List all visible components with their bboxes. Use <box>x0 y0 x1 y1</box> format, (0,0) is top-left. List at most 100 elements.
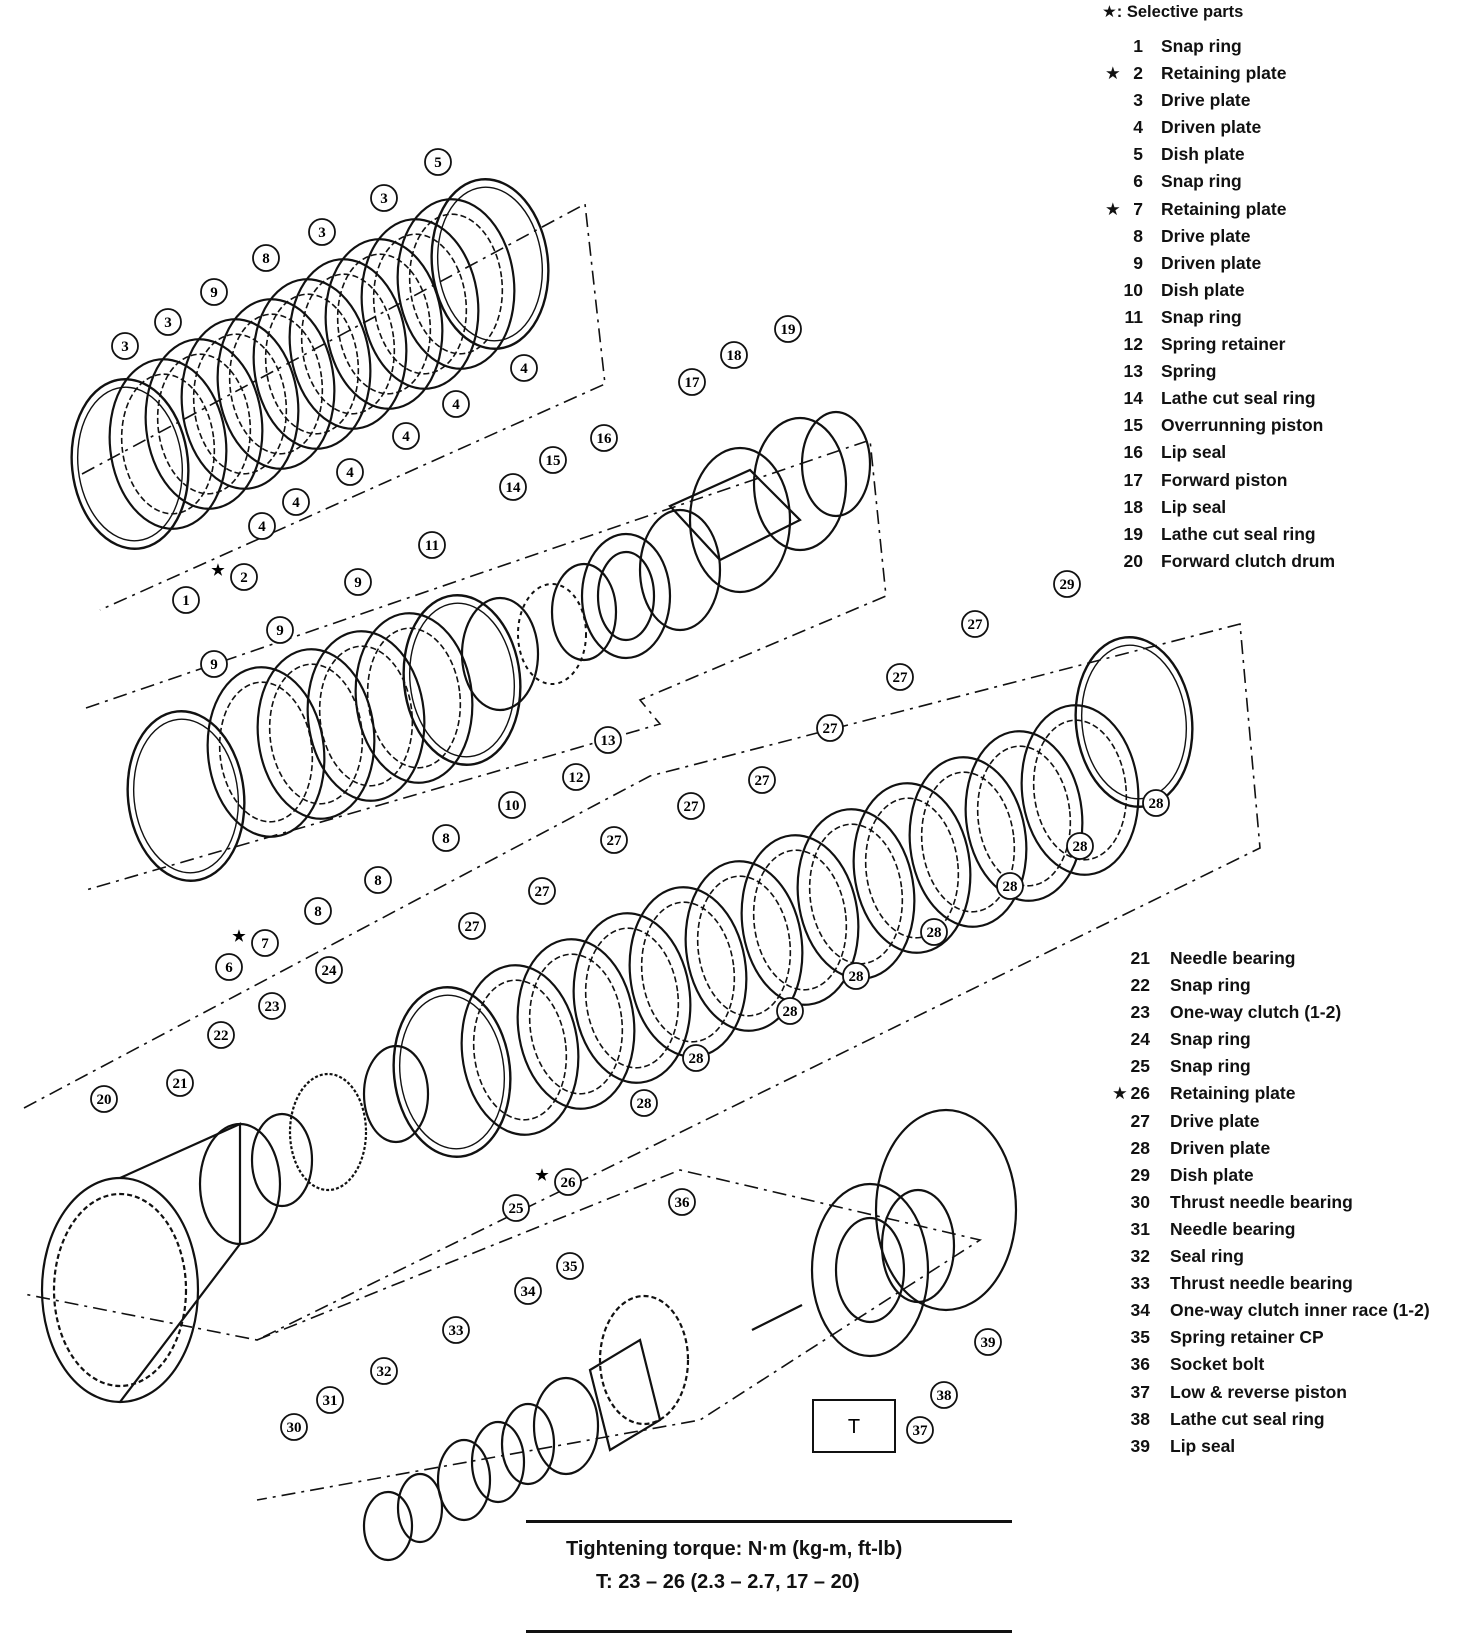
callout-part-32: 32 <box>370 1357 398 1385</box>
callout-part-18: 18 <box>720 341 748 369</box>
legend-part-name: Drive plate <box>1161 225 1251 246</box>
callout-part-20: 20 <box>90 1085 118 1113</box>
callout-number: 4 <box>292 495 300 511</box>
callout-part-4: 4 <box>392 422 420 450</box>
legend-part-name: Lathe cut seal ring <box>1161 523 1316 544</box>
plate-stack-2 <box>118 583 587 888</box>
callout-circle <box>166 1069 194 1097</box>
callout-number: 38 <box>937 1388 952 1404</box>
low-reverse-assembly <box>362 1108 1018 1562</box>
callout-circle <box>308 218 336 246</box>
callout-number: 37 <box>913 1423 929 1439</box>
callout-circle <box>392 422 420 450</box>
legend-part-name: Lip seal <box>1161 496 1227 517</box>
callout-circle <box>282 488 310 516</box>
callout-circle <box>886 663 914 691</box>
callout-circle <box>154 308 182 336</box>
legend-row: 17 Forward piston <box>1105 467 1335 494</box>
callout-circle <box>364 866 392 894</box>
legend-part-name: Lathe cut seal ring <box>1170 1408 1325 1429</box>
callout-number: 4 <box>520 361 528 377</box>
legend-number: 34 <box>1130 1300 1150 1321</box>
legend-part-name: Forward piston <box>1161 469 1288 490</box>
legend-number: 17 <box>1123 469 1143 490</box>
callout-circle <box>594 726 622 754</box>
legend-number: 29 <box>1130 1164 1150 1185</box>
callout-number: 3 <box>318 225 326 241</box>
legend-part-name: Needle bearing <box>1170 1218 1296 1239</box>
callout-number: 7 <box>261 936 269 952</box>
callout-number: 3 <box>164 315 172 331</box>
legend-row: 24 Snap ring <box>1112 1026 1430 1053</box>
callout-number: 39 <box>981 1335 996 1351</box>
callout-part-28: 28 <box>1066 832 1094 860</box>
legend-part-name: Spring <box>1161 361 1217 382</box>
callout-number: 8 <box>262 251 270 267</box>
selective-parts-note: ★: Selective parts <box>1102 3 1244 21</box>
callout-number: 27 <box>755 773 771 789</box>
callout-part-2: 2★ <box>211 563 258 591</box>
legend-number: 32 <box>1130 1246 1150 1267</box>
callout-part-36: 36 <box>668 1188 696 1216</box>
torque-title: Tightening torque: N·m (kg-m, ft-lb) <box>566 1538 903 1560</box>
callout-circle <box>1053 570 1081 598</box>
legend-part-name: Snap ring <box>1170 1029 1251 1050</box>
callout-number: 10 <box>505 798 520 814</box>
callout-number: 9 <box>354 575 362 591</box>
callout-number: 20 <box>97 1092 112 1108</box>
callout-part-27: 27 <box>677 792 705 820</box>
legend-part-name: Snap ring <box>1161 306 1242 327</box>
legend-part-name: One-way clutch (1-2) <box>1170 1002 1342 1023</box>
callout-circle <box>499 473 527 501</box>
callout-part-4: 4 <box>248 512 276 540</box>
callout-circle <box>200 278 228 306</box>
tightening-torque-box: Tightening torque: N·m (kg-m, ft-lb) T: … <box>526 1520 1012 1634</box>
legend-number: 39 <box>1130 1435 1150 1456</box>
callout-number: 3 <box>121 339 129 355</box>
callout-circle <box>230 563 258 591</box>
callout-number: 9 <box>210 285 218 301</box>
torque-rule-bottom <box>526 1630 1012 1633</box>
callout-number: 36 <box>675 1195 691 1211</box>
callout-circle <box>996 872 1024 900</box>
callout-number: 28 <box>689 1051 704 1067</box>
legend-number: 24 <box>1130 1029 1150 1050</box>
callout-circle <box>842 962 870 990</box>
callout-circle <box>774 315 802 343</box>
callout-number: 6 <box>225 960 233 976</box>
callout-circle <box>207 1021 235 1049</box>
legend-number: 20 <box>1123 550 1143 571</box>
callout-part-39: 39 <box>974 1328 1002 1356</box>
legend-number: 7 <box>1133 198 1143 219</box>
callout-circle <box>90 1085 118 1113</box>
callout-part-9: 9 <box>344 568 372 596</box>
callout-circle <box>630 1089 658 1117</box>
callout-number: 28 <box>637 1096 652 1112</box>
callout-number: 22 <box>214 1028 229 1044</box>
callout-number: 9 <box>276 623 284 639</box>
callout-part-34: 34 <box>514 1277 542 1305</box>
callout-number: 8 <box>314 904 322 920</box>
legend-number: 5 <box>1133 144 1143 165</box>
callout-circle <box>556 1252 584 1280</box>
callout-circle <box>554 1168 582 1196</box>
callout-number: 28 <box>927 925 942 941</box>
callout-circle <box>906 1416 934 1444</box>
callout-part-28: 28 <box>996 872 1024 900</box>
callout-number: 28 <box>1149 796 1164 812</box>
callout-circle <box>498 791 526 819</box>
